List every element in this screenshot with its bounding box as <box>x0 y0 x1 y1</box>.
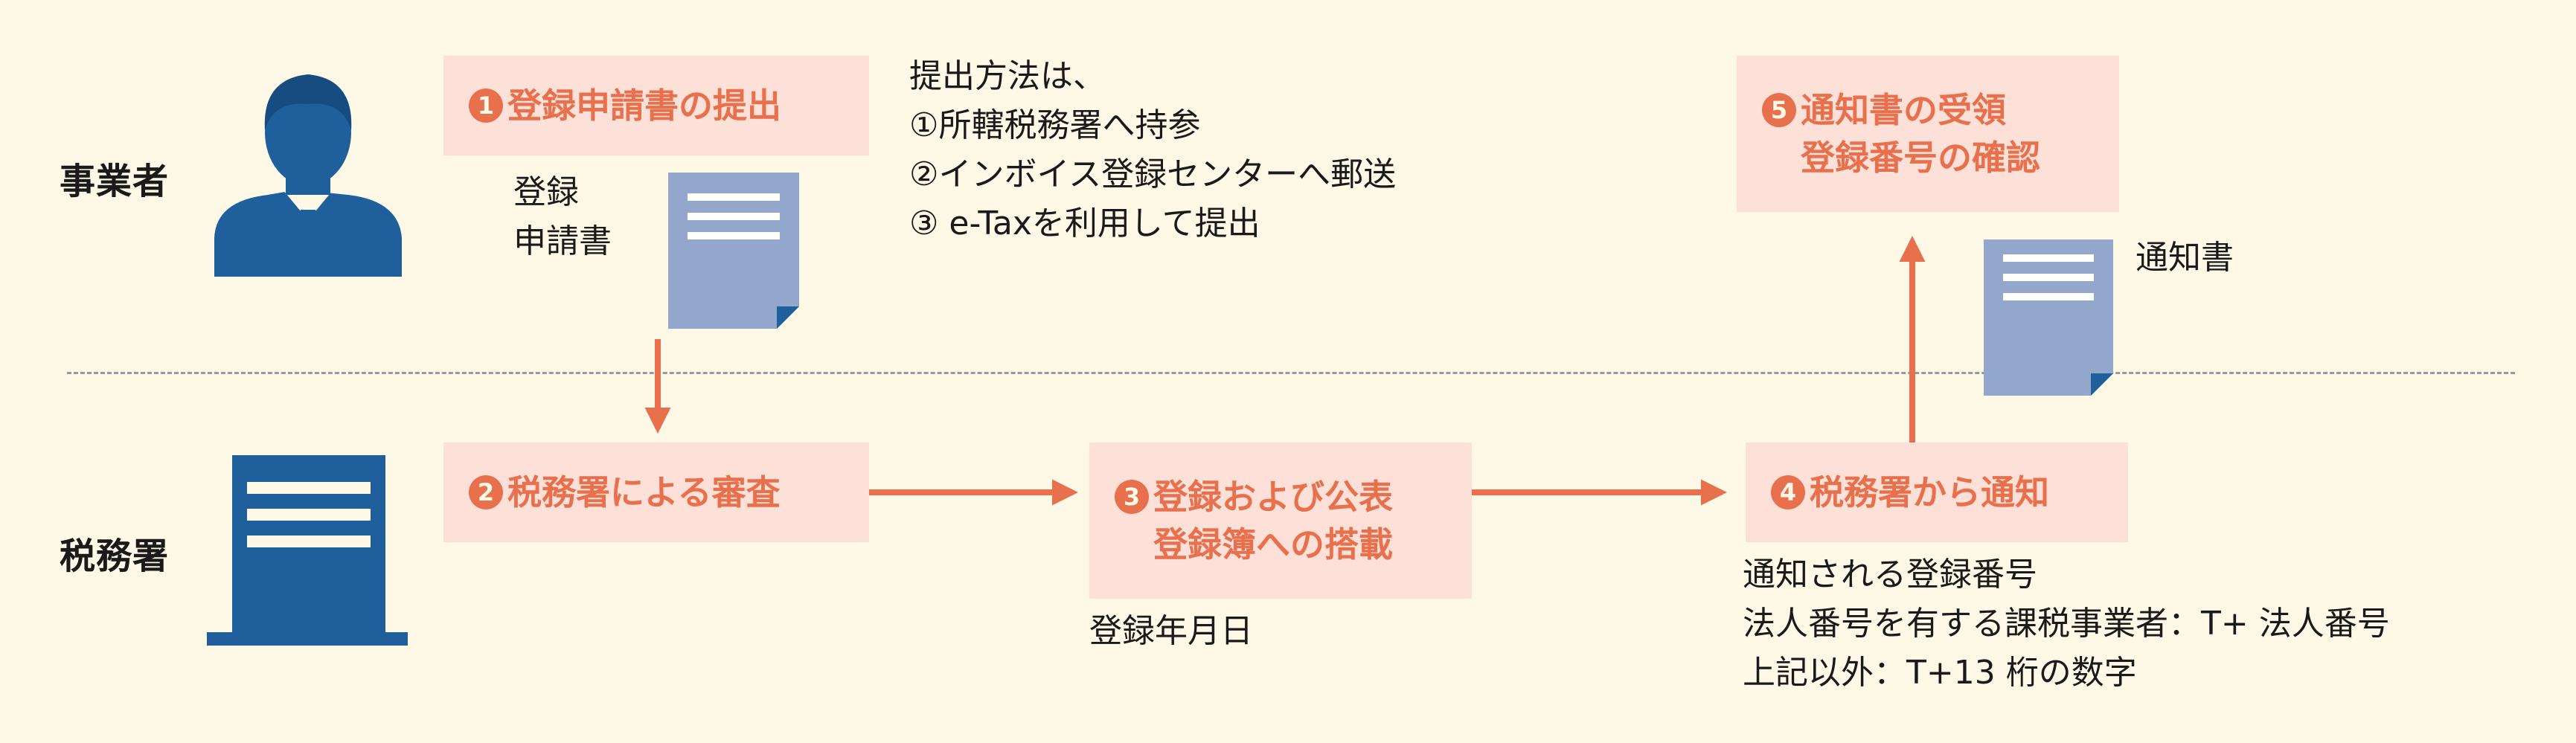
step-title: 税務署による審査 <box>507 472 781 512</box>
document-icon <box>1984 239 2113 396</box>
step-title: 登録簿への搭載 <box>1153 524 1393 565</box>
step-number-badge: 5 <box>1762 93 1796 127</box>
step-number-badge: 3 <box>1115 480 1149 514</box>
application-doc-label-line: 申請書 <box>513 222 612 260</box>
step-number-badge: 2 <box>469 475 503 509</box>
number-note-line: 通知される登録番号 <box>1743 556 2037 594</box>
application-doc-label: 登録 申請書 <box>513 168 612 266</box>
step-number-badge: 1 <box>469 89 503 123</box>
application-doc-label-line: 登録 <box>513 173 579 211</box>
businessman-icon <box>214 74 402 277</box>
step-title: 登録および公表 <box>1153 477 1393 517</box>
submission-method-line: 提出方法は、 <box>909 57 1106 95</box>
lane-divider <box>67 372 2515 374</box>
submission-method-line: ①所轄税務署へ持参 <box>909 106 1201 144</box>
step-title: 税務署から通知 <box>1810 472 2049 512</box>
office-building-icon <box>207 455 408 646</box>
document-icon <box>668 173 799 329</box>
submission-method-line: ②インボイス登録センターへ郵送 <box>909 155 1397 193</box>
step-title: 登録番号の確認 <box>1801 138 2040 178</box>
registration-date-label: 登録年月日 <box>1089 612 1253 650</box>
step-title: 登録申請書の提出 <box>507 86 781 126</box>
number-note-line: 上記以外：T+13 桁の数字 <box>1743 654 2137 692</box>
registration-number-notes: 通知される登録番号 法人番号を有する課税事業者：T+ 法人番号 上記以外：T+1… <box>1743 550 2390 698</box>
notice-doc-label: 通知書 <box>2136 239 2234 277</box>
number-note-line: 法人番号を有する課税事業者：T+ 法人番号 <box>1743 605 2390 643</box>
lane-label-tax-office: 税務署 <box>60 535 170 577</box>
step-number-badge: 4 <box>1771 475 1805 509</box>
step-title: 通知書の受領 <box>1801 90 2006 130</box>
submission-method-line: ③ e-Taxを利用して提出 <box>909 205 1260 242</box>
submission-methods: 提出方法は、 ①所轄税務署へ持参 ②インボイス登録センターへ郵送 ③ e-Tax… <box>909 52 1396 248</box>
lane-label-business: 事業者 <box>60 161 170 202</box>
